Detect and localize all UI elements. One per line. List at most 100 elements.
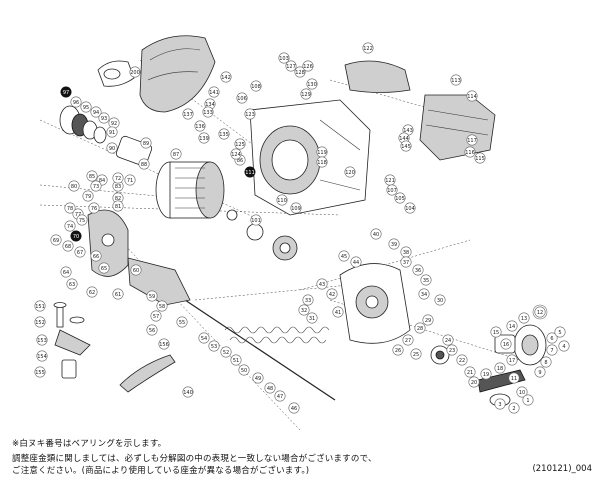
part-label-62: 62	[86, 286, 98, 298]
part-number-text: 73	[93, 184, 99, 190]
part-label-155: 155	[34, 366, 46, 378]
part-label-bubble	[230, 148, 242, 160]
part-number-text: 12	[537, 310, 543, 316]
part-label-18: 18	[494, 362, 506, 374]
part-label-bubble	[316, 278, 328, 290]
part-number-text: 39	[391, 242, 397, 248]
part-number-text: 32	[301, 308, 307, 314]
part-label-bubble	[338, 250, 350, 262]
part-label-bubble	[490, 326, 502, 338]
part-number-text: 7	[550, 348, 553, 354]
part-number-text: 119	[317, 150, 327, 156]
part-label-126: 126	[302, 60, 314, 72]
part-label-111: 111	[244, 166, 256, 178]
diagram-code: (210121)_004	[532, 464, 592, 474]
part-label-19: 19	[480, 368, 492, 380]
part-label-bubble	[344, 166, 356, 178]
part-label-bubble	[90, 106, 102, 118]
part-label-89: 89	[140, 137, 152, 149]
part-label-bubble	[554, 326, 566, 338]
part-label-11: 11	[508, 372, 520, 384]
part-number-text: 29	[425, 318, 431, 324]
part-number-text: 96	[73, 100, 79, 106]
part-number-text: 86	[237, 158, 243, 164]
part-label-bubble	[468, 376, 480, 388]
part-label-78: 78	[64, 202, 76, 214]
part-label-23: 23	[446, 344, 458, 356]
part-number-text: 46	[291, 406, 297, 412]
part-label-bubble	[386, 184, 398, 196]
part-label-bubble	[68, 180, 80, 192]
part-number-text: 70	[73, 234, 79, 240]
part-number-text: 123	[245, 112, 255, 118]
part-label-4: 4	[558, 340, 570, 352]
part-number-text: 30	[437, 298, 443, 304]
part-label-bubble	[70, 96, 82, 108]
part-label-bubble	[285, 60, 297, 72]
reel-frame-part	[249, 99, 371, 216]
part-label-bubble	[129, 66, 141, 78]
part-number-text: 117	[467, 138, 477, 144]
part-label-74: 74	[64, 220, 76, 232]
part-label-bubble	[218, 128, 230, 140]
part-number-text: 200	[130, 70, 140, 76]
brake-knob-part	[97, 60, 135, 87]
part-number-text: 151	[35, 304, 45, 310]
part-label-68: 68	[62, 240, 74, 252]
part-number-text: 6	[550, 336, 553, 342]
part-number-text: 115	[475, 156, 485, 162]
part-label-121: 121	[384, 174, 396, 186]
part-label-bubble	[198, 132, 210, 144]
part-number-text: 10	[519, 390, 525, 396]
part-label-37: 37	[400, 256, 412, 268]
part-label-88: 88	[138, 158, 150, 170]
handle-side-plate-part	[339, 263, 411, 344]
part-number-text: 37	[403, 260, 409, 266]
part-label-bubble	[464, 146, 476, 158]
part-number-text: 153	[37, 338, 47, 344]
part-label-117: 117	[466, 134, 478, 146]
part-label-101: 101	[250, 214, 262, 226]
part-label-bubble	[250, 214, 262, 226]
part-number-text: 60	[133, 268, 139, 274]
part-number-text: 50	[241, 368, 247, 374]
part-number-text: 141	[209, 90, 219, 96]
part-label-bubble	[88, 202, 100, 214]
part-number-text: 114	[467, 94, 477, 100]
part-label-25: 25	[410, 348, 422, 360]
part-label-114: 114	[466, 90, 478, 102]
part-label-16: 16	[500, 338, 512, 350]
part-number-text: 68	[65, 244, 71, 250]
part-label-110: 110	[276, 194, 288, 206]
part-label-133: 133	[202, 106, 214, 118]
part-label-73: 73	[90, 180, 102, 192]
part-number-text: 133	[203, 110, 213, 116]
part-label-bubble	[106, 126, 118, 138]
lever-part	[119, 354, 176, 393]
part-number-text: 76	[91, 206, 97, 212]
part-label-154: 154	[36, 350, 48, 362]
part-label-7: 7	[546, 344, 558, 356]
part-number-text: 106	[237, 96, 247, 102]
part-label-90: 90	[106, 142, 118, 154]
part-label-bubble	[140, 137, 152, 149]
part-label-bubble	[412, 264, 424, 276]
part-number-text: 84	[99, 178, 105, 184]
part-number-text: 129	[301, 92, 311, 98]
part-number-text: 4	[562, 344, 565, 350]
part-number-text: 3	[498, 402, 501, 408]
part-label-54: 54	[198, 332, 210, 344]
part-number-text: 140	[183, 390, 193, 396]
part-label-bubble	[112, 288, 124, 300]
part-number-text: 47	[277, 394, 283, 400]
part-label-32: 32	[298, 304, 310, 316]
part-number-text: 58	[159, 304, 165, 310]
part-label-bubble	[124, 174, 136, 186]
part-label-bubble	[198, 332, 210, 344]
part-number-text: 145	[401, 144, 411, 150]
part-number-text: 154	[37, 354, 47, 360]
part-label-bubble	[182, 386, 194, 398]
part-number-text: 8	[544, 360, 547, 366]
part-label-12: 12	[534, 306, 546, 318]
